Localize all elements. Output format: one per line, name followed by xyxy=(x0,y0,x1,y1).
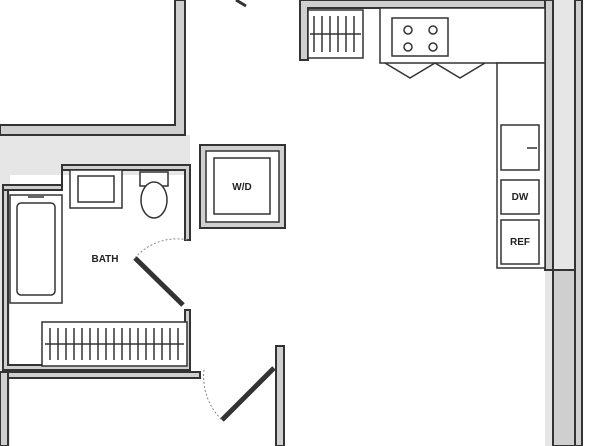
ref-label: REF xyxy=(510,237,530,248)
burner-icon xyxy=(428,25,438,35)
lower-left-wall xyxy=(0,371,9,446)
upper-left-wall xyxy=(0,0,186,136)
bath-top-step-wall xyxy=(2,165,63,191)
kitchen-top-wall xyxy=(299,0,546,61)
cabinet-swing-lines xyxy=(384,62,486,79)
right-exterior-wall xyxy=(552,269,576,446)
wd-label: W/D xyxy=(232,182,251,193)
right-outer-wall xyxy=(574,0,583,446)
bath-top-wall xyxy=(61,164,191,241)
bath-label: BATH xyxy=(91,254,118,265)
washer-dryer xyxy=(213,157,271,215)
closet-slats xyxy=(45,328,184,360)
lower-room-top-wall xyxy=(7,371,201,379)
entry-wall xyxy=(275,345,285,446)
burner-icon xyxy=(403,42,413,52)
bath-door[interactable] xyxy=(133,256,185,307)
top-door[interactable] xyxy=(235,0,247,8)
entry-door[interactable] xyxy=(220,366,276,422)
bathtub-basin xyxy=(16,202,56,296)
bath-left-bottom-wall xyxy=(2,189,191,371)
cooktop xyxy=(391,17,449,57)
kitchen-right-wall xyxy=(544,0,554,271)
burner-icon xyxy=(403,25,413,35)
burner-icon xyxy=(428,42,438,52)
toilet-bowl xyxy=(140,181,168,219)
pantry-slats xyxy=(310,16,361,52)
dishwasher xyxy=(500,179,540,215)
refrigerator xyxy=(500,219,540,265)
entry-door-swing xyxy=(203,369,223,421)
dw-label: DW xyxy=(512,192,529,203)
bath-door-swing xyxy=(134,238,189,259)
bath-sink xyxy=(77,175,115,203)
